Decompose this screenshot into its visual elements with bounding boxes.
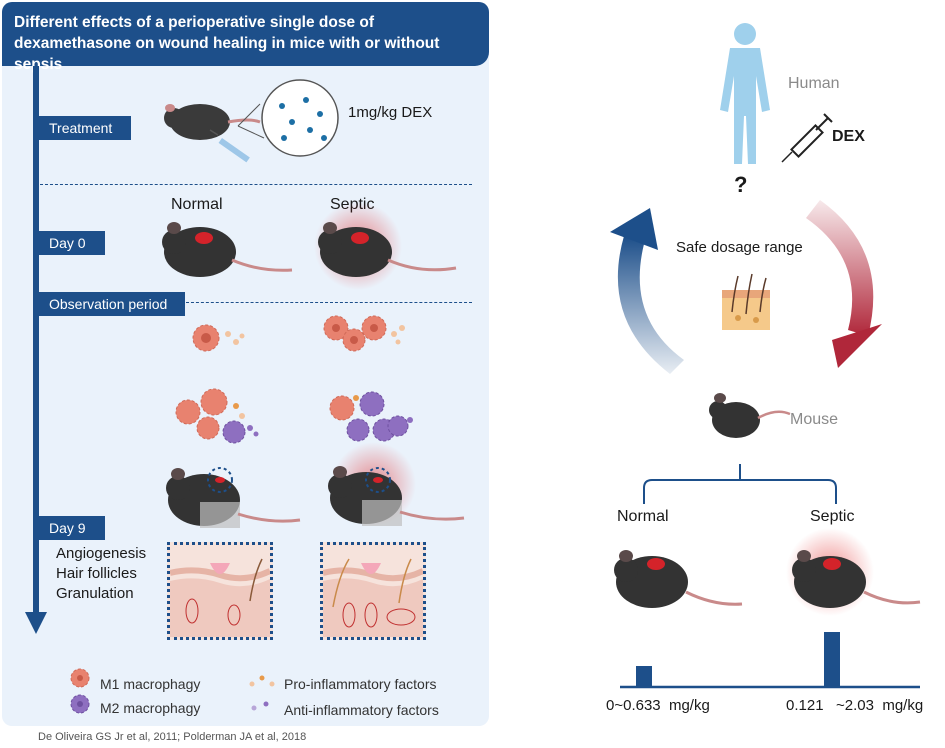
arrow-blue-icon — [610, 208, 684, 374]
stage-day0: Day 0 — [39, 231, 105, 255]
outcome-item: Granulation — [56, 585, 134, 602]
dex-label: DEX — [832, 128, 865, 145]
treatment-dose-label: 1mg/kg DEX — [348, 104, 433, 121]
separator-line — [40, 184, 472, 185]
cells-normal-late — [175, 388, 259, 444]
legend-pro-label: Pro-inflammatory factors — [284, 676, 437, 692]
arrow-red-icon — [806, 200, 882, 368]
skin-block-icon — [722, 273, 770, 330]
right-normal-label: Normal — [617, 508, 669, 525]
legend-m1-label: M1 macrophagy — [100, 676, 201, 692]
human-figure-icon — [720, 23, 770, 164]
diagram-title: Different effects of a perioperative sin… — [14, 14, 440, 73]
mouse-normal-day0-icon — [162, 222, 293, 277]
mouse-supine-icon — [164, 104, 261, 140]
mouse-septic-day9-icon — [328, 442, 465, 526]
legend-anti-label: Anti-inflammatory factors — [284, 702, 439, 718]
cells-septic-early — [323, 315, 405, 352]
stage-day9: Day 9 — [39, 516, 105, 540]
human-label: Human — [788, 75, 840, 92]
syringe-icon — [209, 129, 250, 163]
treatment-illustration — [164, 79, 339, 163]
stage-treatment: Treatment — [39, 116, 131, 140]
legend-m2-label: M2 macrophagy — [100, 700, 201, 716]
outcome-list: Angiogenesis Hair follicles Granulation — [56, 544, 146, 604]
citation: De Oliveira GS Jr et al, 2011; Polderman… — [38, 731, 307, 743]
skin-section-normal — [167, 542, 273, 640]
mouse-label: Mouse — [790, 411, 839, 428]
syringe-icon — [781, 113, 833, 163]
skin-section-septic — [320, 542, 426, 640]
cells-septic-late — [329, 391, 413, 442]
dosage-bars — [620, 632, 920, 689]
bar-septic — [824, 632, 840, 687]
cycle-arrows — [610, 200, 882, 374]
safe-range-label: Safe dosage range — [676, 239, 803, 256]
separator-line — [186, 302, 472, 303]
outcome-item: Hair follicles — [56, 565, 137, 582]
mouse-reference-icon — [709, 393, 791, 438]
title-bar — [2, 2, 489, 66]
legend-factors-icon — [249, 675, 275, 711]
mouse-right-normal-icon — [614, 550, 743, 608]
right-septic-label: Septic — [810, 508, 855, 525]
normal-dosage-label: 0~0.633 mg/kg — [606, 697, 710, 714]
branch-bracket — [643, 464, 837, 504]
legend-m1-icon — [70, 668, 90, 714]
mouse-normal-day9-icon — [166, 467, 301, 528]
group-normal-label: Normal — [171, 196, 223, 213]
zoom-circle — [261, 79, 339, 157]
mouse-right-septic-icon — [786, 528, 921, 616]
stage-observation: Observation period — [39, 292, 185, 316]
question-mark: ? — [734, 172, 748, 197]
mouse-septic-day0-icon — [314, 202, 457, 290]
cells-normal-early — [192, 324, 245, 352]
bar-normal — [636, 666, 652, 687]
outcome-item: Angiogenesis — [56, 545, 147, 562]
septic-dosage-label: 0.121 ~2.03 mg/kg — [786, 697, 924, 714]
